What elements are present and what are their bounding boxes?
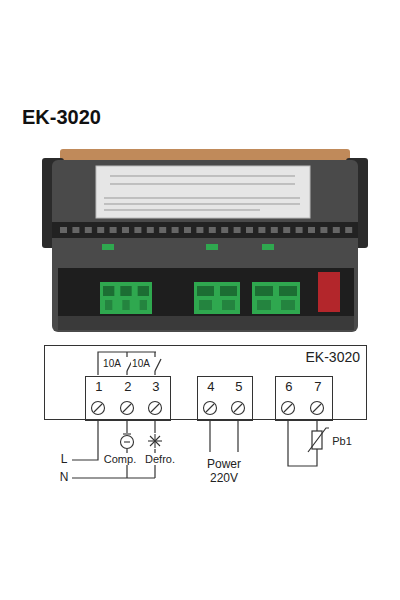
marker (206, 244, 218, 250)
controller-box: EK-30201234567 (44, 345, 367, 420)
terminal-screws (92, 402, 324, 415)
terminal-number: 5 (235, 380, 242, 395)
sticker (96, 166, 310, 218)
terminal-block (194, 282, 240, 314)
power-label: Power 220V (197, 458, 251, 486)
load-label: Comp. (103, 453, 137, 466)
marker (102, 244, 114, 250)
page-title: EK-3020 (22, 106, 101, 129)
model-label: EK-3020 (306, 349, 360, 365)
sensor-label: Pb1 (331, 435, 353, 448)
terminal-block (100, 282, 152, 314)
terminal-block: 45 (197, 376, 253, 421)
vent-holes (60, 227, 352, 233)
terminal-block: 1 2 3 (85, 376, 171, 421)
terminal-block: 67 (275, 376, 333, 421)
sticker-print (104, 176, 300, 210)
terminal-number: 3 (152, 380, 159, 395)
neutral-label: N (59, 471, 70, 485)
interior (318, 272, 340, 312)
terminal-number: 2 (124, 380, 131, 395)
vent-strip (52, 222, 358, 238)
terminal-block (252, 282, 300, 314)
load-label: Defro. (144, 453, 176, 466)
defrost-symbol (148, 434, 162, 448)
terminal-slots (103, 286, 297, 310)
terminal-number: 7 (314, 380, 321, 395)
current-rating: 10A (102, 358, 122, 370)
marker (262, 244, 274, 250)
housing (52, 160, 358, 332)
housing-lip (58, 316, 354, 330)
terminal-number: 6 (285, 380, 292, 395)
terminal-number: 1 (95, 380, 102, 395)
compressor-symbol (121, 434, 134, 449)
terminal-number: 4 (207, 380, 214, 395)
line-label: L (60, 453, 69, 467)
current-rating: 10A (131, 358, 151, 370)
